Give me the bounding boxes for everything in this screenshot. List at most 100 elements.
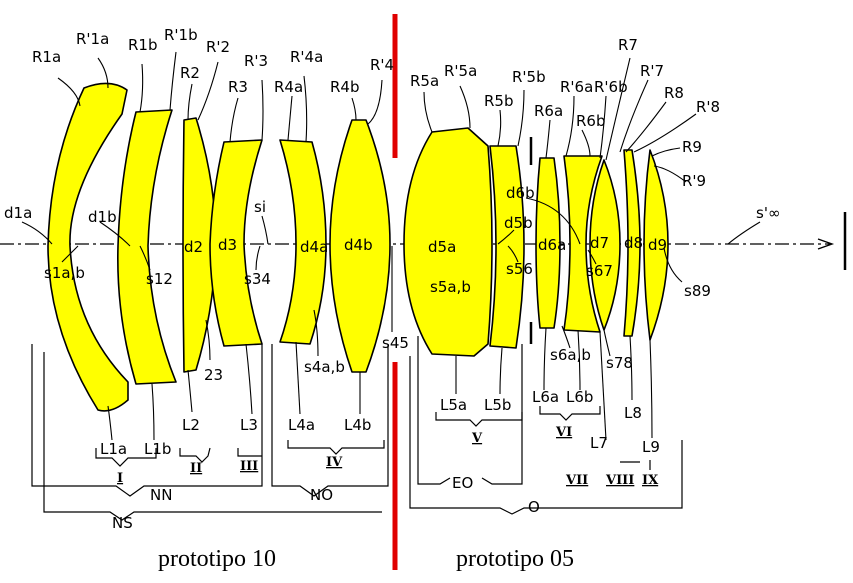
lens-L2 xyxy=(182,117,217,373)
lens-L8 xyxy=(623,149,641,337)
label-s23: 23 xyxy=(204,366,223,384)
label-R6a: R6a xyxy=(534,102,563,120)
label-d7: d7 xyxy=(590,234,609,252)
label-d6b: d6b xyxy=(506,184,535,202)
lens-L1a xyxy=(47,82,129,412)
label-L4b: L4b xyxy=(344,416,371,434)
label-s5ab: s5a,b xyxy=(430,278,471,296)
label-R8-prime: R'8 xyxy=(696,98,720,116)
label-d4b: d4b xyxy=(344,236,373,254)
label-R1a: R1a xyxy=(32,48,61,66)
label-L5b: L5b xyxy=(484,396,511,414)
label-R9-prime: R'9 xyxy=(682,172,706,190)
label-R4b: R4b xyxy=(330,78,360,96)
label-L3: L3 xyxy=(240,416,258,434)
group-IX: IX xyxy=(642,473,659,488)
label-s34: s34 xyxy=(244,270,271,288)
label-L1a: L1a xyxy=(100,440,127,458)
label-R5b-prime: R'5b xyxy=(512,68,546,86)
group-braces xyxy=(31,336,683,521)
section-NN: NN xyxy=(150,486,172,504)
group-VIII: VIII xyxy=(605,473,634,488)
label-d2: d2 xyxy=(184,238,203,256)
group-III: III xyxy=(240,459,258,474)
group-VI: VI xyxy=(555,425,572,440)
label-d3: d3 xyxy=(218,236,237,254)
section-EO: EO xyxy=(452,474,473,492)
label-R6b-prime: R'6b xyxy=(594,78,628,96)
label-L6a: L6a xyxy=(532,388,559,406)
label-d4a: d4a xyxy=(300,238,328,256)
label-R5b: R5b xyxy=(484,92,514,110)
label-d9: d9 xyxy=(648,236,667,254)
label-d6a: d6a xyxy=(538,236,566,254)
axis-arrow-icon xyxy=(817,238,835,250)
label-s-infinity: s'∞ xyxy=(756,204,780,222)
section-O: O xyxy=(528,498,540,516)
element-labels: L1a L1b L2 L3 L4a L4b L5a L5b L6a L6b L7… xyxy=(100,388,660,458)
label-R8: R8 xyxy=(664,84,684,102)
label-R6a-prime: R'6a xyxy=(560,78,593,96)
label-L6b: L6b xyxy=(566,388,593,406)
lens-L4a xyxy=(279,139,327,345)
label-s56: s56 xyxy=(506,260,533,278)
group-V: V xyxy=(471,431,483,446)
label-R2-prime: R'2 xyxy=(206,38,230,56)
label-R5a-prime: R'5a xyxy=(444,62,477,80)
caption-prototype-05: prototipo 05 xyxy=(456,546,574,572)
label-R4a: R4a xyxy=(274,78,303,96)
label-s6ab: s6a,b xyxy=(550,346,591,364)
label-s12: s12 xyxy=(146,270,173,288)
lens-L5b xyxy=(489,145,525,349)
section-NS: NS xyxy=(112,514,133,532)
lens-L6a xyxy=(535,157,561,329)
label-L5a: L5a xyxy=(440,396,467,414)
label-R2: R2 xyxy=(180,64,200,82)
label-d1b: d1b xyxy=(88,208,117,226)
label-s78: s78 xyxy=(606,354,633,372)
label-L9: L9 xyxy=(642,438,660,456)
label-R7-prime: R'7 xyxy=(640,62,664,80)
label-si: si xyxy=(254,198,266,216)
spacing-labels: s1a,b s12 23 s34 s4a,b s45 s5a,b s56 s67… xyxy=(44,260,711,384)
leader-lines xyxy=(21,51,761,441)
group-VII: VII xyxy=(565,473,588,488)
label-L2: L2 xyxy=(182,416,200,434)
label-d8: d8 xyxy=(624,234,643,252)
section-NO: NO xyxy=(310,486,333,504)
group-labels: I II III IV V VI VII VIII IX NN NO NS EO… xyxy=(112,425,659,532)
label-s1ab: s1a,b xyxy=(44,264,85,282)
lens-L4b xyxy=(329,119,391,373)
label-R9: R9 xyxy=(682,138,702,156)
group-IV: IV xyxy=(326,455,343,470)
group-I: I xyxy=(117,471,123,486)
label-R5a: R5a xyxy=(410,72,439,90)
label-L8: L8 xyxy=(624,404,642,422)
label-s4ab: s4a,b xyxy=(304,358,345,376)
label-R3-prime: R'3 xyxy=(244,52,268,70)
label-d5b: d5b xyxy=(504,214,533,232)
label-R1a-prime: R'1a xyxy=(76,30,109,48)
group-II: II xyxy=(190,461,202,476)
label-R4a-prime: R'4a xyxy=(290,48,323,66)
radius-labels: R1a R'1a R1b R'1b R2 R'2 R3 R'3 R4a R'4a… xyxy=(32,26,720,190)
label-s45: s45 xyxy=(382,334,409,352)
caption-prototype-10: prototipo 10 xyxy=(158,546,276,572)
label-L7: L7 xyxy=(590,434,608,452)
thickness-labels: d1a d1b d2 d3 si d4a d4b d5a d5b d6b d6a… xyxy=(4,184,780,256)
label-R6b: R6b xyxy=(576,112,606,130)
lens-L5a xyxy=(403,127,493,357)
label-L1b: L1b xyxy=(144,440,171,458)
lens-L1b xyxy=(117,109,177,385)
label-L4a: L4a xyxy=(288,416,315,434)
label-R7: R7 xyxy=(618,36,638,54)
label-d1a: d1a xyxy=(4,204,32,222)
label-d5a: d5a xyxy=(428,238,456,256)
label-R3: R3 xyxy=(228,78,248,96)
label-R4-prime: R'4 xyxy=(370,56,394,74)
label-R1b-prime: R'1b xyxy=(164,26,198,44)
label-R1b: R1b xyxy=(128,36,158,54)
label-s67: s67 xyxy=(586,262,613,280)
label-s89: s89 xyxy=(684,282,711,300)
